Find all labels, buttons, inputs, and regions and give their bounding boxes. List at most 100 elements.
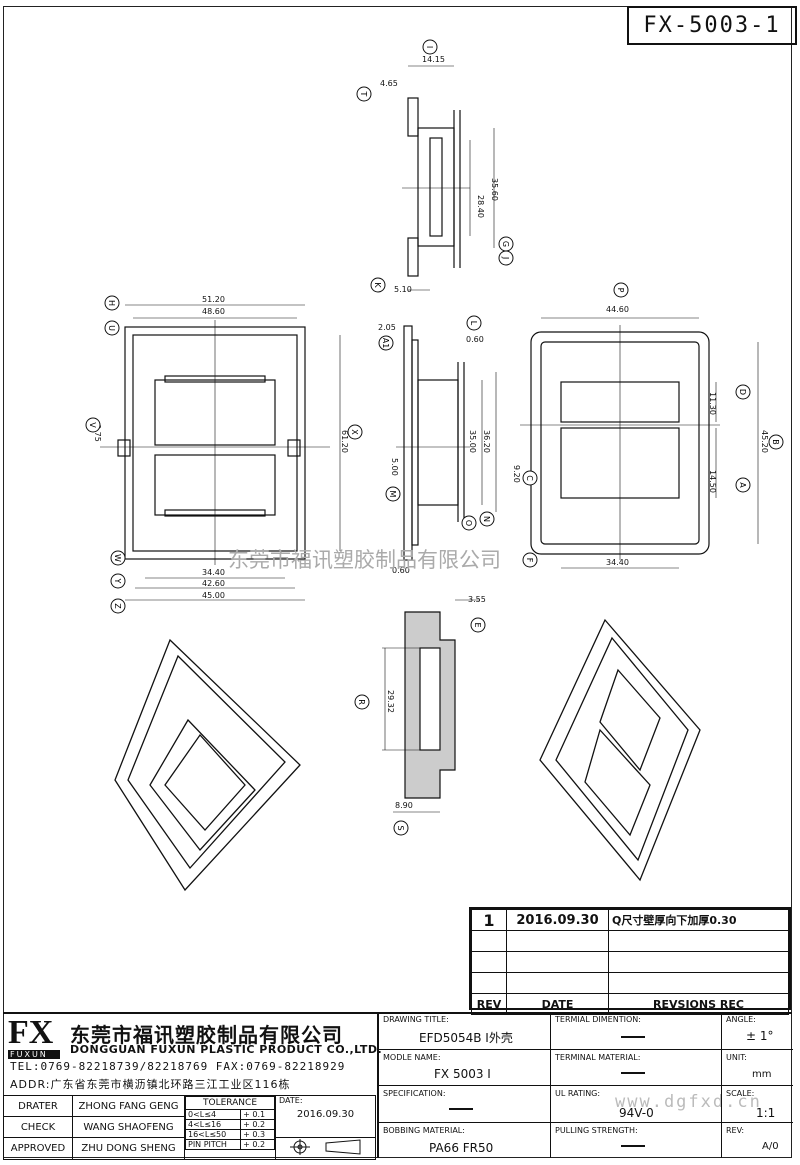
company-tel: TEL:0769-82218739/82218769 FAX:0769-8221…	[10, 1060, 346, 1073]
dim-51-20: 51.20	[202, 295, 225, 304]
angle-value: ± 1°	[746, 1029, 774, 1043]
dim-45-20: 45.20	[760, 430, 769, 453]
company-address: ADDR:广东省东莞市横沥镇北环路三江工业区116栋	[10, 1078, 291, 1091]
dim-0-75: 0.75	[93, 424, 102, 442]
date-label: DATE:	[279, 1096, 303, 1105]
balloon-label: W	[113, 554, 122, 562]
section-view	[382, 599, 480, 813]
drawing-number: FX-5003-1	[627, 6, 797, 45]
rev-date: 2016.09.30	[506, 909, 609, 931]
balloon-label: E	[473, 622, 482, 627]
ul-rating-cell: UL RATING: 94V-0	[550, 1085, 721, 1122]
dim-14-15: 14.15	[422, 55, 445, 64]
terminal-material-cell: TERMINAL MATERIAL:	[550, 1049, 721, 1085]
balloon-label: N	[482, 516, 491, 522]
dim-28-40: 28.40	[476, 195, 485, 218]
company-name-cn: 东莞市福讯塑胶制品有限公司	[70, 1023, 343, 1047]
balloon-label: I	[425, 46, 434, 48]
specification-cell: SPECIFICATION:	[378, 1085, 550, 1122]
balloon-label: S	[396, 825, 405, 830]
dim-61-20: 61.20	[340, 430, 349, 453]
revision-row	[471, 972, 789, 994]
dim-34-40-b: 34.40	[606, 558, 629, 567]
dim-8-90: 8.90	[395, 801, 413, 810]
dim-9-20: 9.20	[512, 465, 521, 483]
scale-value: 1:1	[756, 1106, 776, 1120]
desc-header: REVSIONS REC	[608, 993, 789, 1015]
dim-5-00: 5.00	[390, 458, 399, 476]
dim-42-60: 42.60	[202, 579, 225, 588]
title-block	[3, 1012, 792, 1160]
front-view-right	[520, 317, 759, 569]
drawing-title-cell: DRAWING TITLE: EFD5054B I外壳	[378, 1012, 550, 1049]
dim-48-60: 48.60	[202, 307, 225, 316]
dim-36-20: 36.20	[482, 430, 491, 453]
balloon-label: A1	[381, 338, 390, 349]
tolerance-title: TOLERANCE	[185, 1096, 275, 1110]
revision-row	[471, 930, 789, 952]
watermark-company: 东莞市福讯塑胶制品有限公司	[228, 548, 501, 572]
dim-14-50: 14.50	[708, 470, 717, 493]
ul-rating: 94V-0	[619, 1106, 654, 1120]
balloon-label: C	[525, 475, 534, 481]
balloon-label: F	[525, 558, 534, 563]
dim-0-60-a: 0.60	[466, 335, 484, 344]
revision-row: 1 2016.09.30 Q尺寸壁厚向下加厚0.30	[471, 909, 789, 931]
balloon-label: Y	[113, 578, 122, 584]
balloon-label: J	[501, 256, 510, 259]
rev-header: REV	[471, 993, 507, 1015]
terminal-dimension-cell: TERMIAL DIMENTION:	[550, 1012, 721, 1049]
revision-row	[471, 951, 789, 973]
rev-desc: Q尺寸壁厚向下加厚0.30	[608, 909, 789, 931]
model-cell: MODLE NAME: FX 5003 I	[378, 1049, 550, 1085]
angle-cell: ANGLE: ± 1°	[721, 1012, 793, 1049]
balloon-label: R	[357, 699, 366, 705]
role-approved: APPROVED	[3, 1137, 73, 1160]
revision-table: 1 2016.09.30 Q尺寸壁厚向下加厚0.30 REV DATE REVS…	[469, 907, 791, 1015]
dim-11-30: 11.30	[708, 392, 717, 415]
pulling-strength-cell: PULLING STRENGTH:	[550, 1122, 721, 1158]
balloon-label: X	[350, 429, 359, 435]
dim-34-40-a: 34.40	[202, 568, 225, 577]
rev-cell: REV: A/0	[721, 1122, 793, 1158]
projection-symbol-icon	[275, 1137, 376, 1160]
balloon-label: U	[107, 325, 116, 331]
dim-4-65: 4.65	[380, 79, 398, 88]
front-view-left	[100, 304, 341, 601]
dim-44-60: 44.60	[606, 305, 629, 314]
fields-grid: DRAWING TITLE: EFD5054B I外壳 TERMIAL DIME…	[377, 1012, 793, 1158]
dim-2-05: 2.05	[378, 323, 396, 332]
isometric-right	[539, 618, 701, 882]
model-name: FX 5003 I	[434, 1067, 491, 1081]
dim-45-00: 45.00	[202, 591, 225, 600]
balloon-label: T	[359, 91, 368, 97]
balloon-label: K	[373, 282, 382, 288]
dim-35-60: 35.60	[490, 178, 499, 201]
balloon-label: H	[107, 300, 116, 306]
balloon-label: P	[616, 288, 625, 293]
isometric-left	[114, 638, 301, 892]
dim-29-32: 29.32	[386, 690, 395, 713]
balloon-label: D	[738, 389, 747, 395]
balloon-label: B	[771, 439, 780, 445]
scale-cell: SCALE: 1:1	[721, 1085, 793, 1122]
dim-0-60-b: 0.60	[392, 566, 410, 575]
rev-number: 1	[471, 909, 507, 931]
bobbin-material-cell: BOBBING MATERIAL: PA66 FR50	[378, 1122, 550, 1158]
revision-header: REV DATE REVSIONS REC	[471, 993, 789, 1015]
technical-drawing: 14.15 4.65 28.40 35.60 5.10 51.20 48.60 …	[85, 39, 784, 892]
balloon-label: Z	[113, 603, 122, 609]
side-view-top	[402, 65, 495, 291]
company-logo: FX FUXUN	[8, 1016, 64, 1059]
balloon-label: L	[469, 321, 478, 326]
balloon-label: O	[464, 520, 473, 526]
balloon-label: M	[388, 491, 397, 498]
watermark-website: www.dgfxd.cn	[615, 1092, 762, 1112]
role-check: CHECK	[3, 1116, 73, 1138]
rev-value: A/0	[762, 1141, 779, 1152]
unit-value: mm	[752, 1069, 772, 1080]
signoff-table: DRATER ZHONG FANG GENG TOLERANCE 0<L≤4+ …	[3, 1095, 376, 1160]
balloon-label: V	[88, 422, 97, 428]
balloon-label: A	[738, 482, 747, 488]
bobbin-material: PA66 FR50	[429, 1141, 494, 1155]
